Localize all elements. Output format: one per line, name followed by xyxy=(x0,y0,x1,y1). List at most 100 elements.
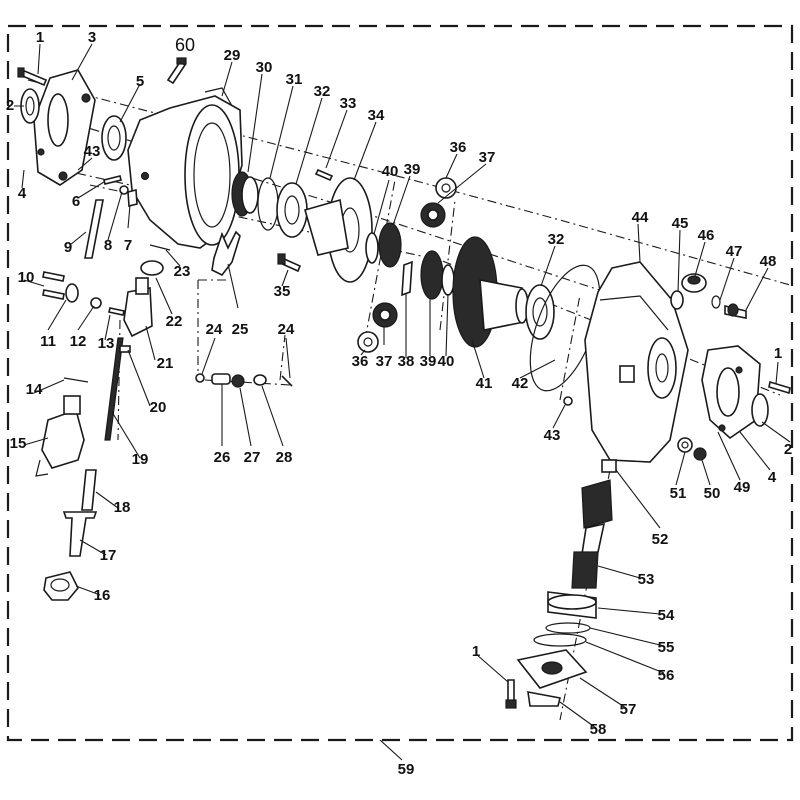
callout-label: 21 xyxy=(157,355,174,372)
callout-label: 4 xyxy=(18,185,27,202)
callout-label: 39 xyxy=(404,161,421,178)
bearing-32-left xyxy=(276,182,308,238)
rod-9 xyxy=(84,199,104,259)
callout-label: 25 xyxy=(232,321,249,338)
callout-label: 17 xyxy=(100,547,117,564)
callout-label: 29 xyxy=(224,47,241,64)
callout-label: 6 xyxy=(72,193,80,210)
callout-label: 55 xyxy=(658,639,675,656)
callout-label: 31 xyxy=(286,71,303,88)
leader-lines xyxy=(14,43,791,761)
gear-30 xyxy=(231,171,259,217)
side-gear-39-right xyxy=(420,250,444,300)
oil-seal-left xyxy=(20,88,40,124)
callout-label: 36 xyxy=(450,139,467,156)
callout-label: 11 xyxy=(40,333,56,350)
callout-label: 10 xyxy=(18,269,35,286)
callout-label: 36 xyxy=(352,353,369,370)
callout-label: 57 xyxy=(620,701,637,718)
pinion-37-bottom xyxy=(372,302,398,328)
callout-label: 23 xyxy=(174,263,191,280)
screw-35 xyxy=(277,253,302,273)
callout-label: 8 xyxy=(104,237,112,254)
callout-label: 5 xyxy=(136,73,144,90)
callout-label: 54 xyxy=(658,607,675,624)
ring-gear-41 xyxy=(452,236,529,348)
washer-40-right xyxy=(441,264,455,296)
bushing-52 xyxy=(601,459,617,473)
nut-12 xyxy=(90,297,102,309)
callout-label: 14 xyxy=(26,381,43,398)
washer-51 xyxy=(677,437,693,453)
callout-label: 46 xyxy=(698,227,715,244)
callout-label: 18 xyxy=(114,499,131,516)
callout-label: 26 xyxy=(214,449,231,466)
screw-10 xyxy=(42,271,65,300)
callout-label: 30 xyxy=(256,59,273,76)
callout-label: 56 xyxy=(658,667,675,684)
callout-label: 50 xyxy=(704,485,721,502)
callout-label: 45 xyxy=(672,215,689,232)
callout-label: 32 xyxy=(314,83,331,100)
main-housing xyxy=(127,87,243,249)
washer-45 xyxy=(670,290,684,310)
side-gear-39-left xyxy=(378,222,402,268)
flange-34 xyxy=(304,177,373,283)
pinion-37-top xyxy=(420,202,446,228)
callout-label: 33 xyxy=(340,95,357,112)
pin-33 xyxy=(314,168,334,182)
washer-40-left xyxy=(365,232,379,264)
callout-label: 35 xyxy=(274,283,291,300)
callout-label: 44 xyxy=(632,209,649,226)
flange-57 xyxy=(516,649,588,689)
callout-label: 15 xyxy=(10,435,27,452)
snap-ring-56 xyxy=(533,633,587,647)
bolt-top-left xyxy=(17,67,48,87)
end-cover-right xyxy=(701,345,761,440)
bolt-60 xyxy=(166,57,187,85)
washer-11 xyxy=(65,283,79,303)
pin-6 xyxy=(103,175,122,185)
callout-label: 16 xyxy=(94,587,111,604)
washer-47 xyxy=(711,295,721,309)
callout-label: 1 xyxy=(774,345,782,362)
callout-label: 28 xyxy=(276,449,293,466)
callout-label: 60 xyxy=(175,35,195,55)
tube-18 xyxy=(81,469,97,511)
callout-label: 20 xyxy=(150,399,167,416)
callout-label: 41 xyxy=(476,375,493,392)
callout-label: 42 xyxy=(512,375,529,392)
callout-label: 9 xyxy=(64,239,72,256)
shaft-17 xyxy=(62,511,98,557)
washer-36-top xyxy=(435,177,457,199)
callout-label: 40 xyxy=(382,163,399,180)
callout-label: 4 xyxy=(768,469,777,486)
callout-label: 19 xyxy=(132,451,149,468)
callout-label: 51 xyxy=(670,485,687,502)
callout-label: 37 xyxy=(376,353,393,370)
pinion-shaft-53 xyxy=(571,479,613,589)
callout-label: 2 xyxy=(6,97,14,114)
callout-label: 2 xyxy=(784,441,792,458)
pin-13 xyxy=(108,307,125,316)
ring-31 xyxy=(257,177,279,231)
shim-55 xyxy=(545,622,591,634)
callout-label: 43 xyxy=(84,143,101,160)
callout-label: 13 xyxy=(98,335,115,352)
spacer-23 xyxy=(149,244,171,251)
callout-label: 7 xyxy=(124,237,132,254)
oil-seal-right xyxy=(751,393,769,427)
callout-label: 27 xyxy=(244,449,261,466)
washer-36-bottom xyxy=(357,331,379,353)
callout-label: 39 xyxy=(420,353,437,370)
callout-label: 24 xyxy=(206,321,223,338)
callout-label: 52 xyxy=(652,531,669,548)
callout-label: 34 xyxy=(368,107,385,124)
dowel-43-right xyxy=(563,396,573,406)
callout-label: 12 xyxy=(70,333,87,350)
plug-48 xyxy=(724,303,747,319)
callout-label: 22 xyxy=(166,313,183,330)
knob-16 xyxy=(43,571,79,601)
callout-label: 38 xyxy=(398,353,415,370)
